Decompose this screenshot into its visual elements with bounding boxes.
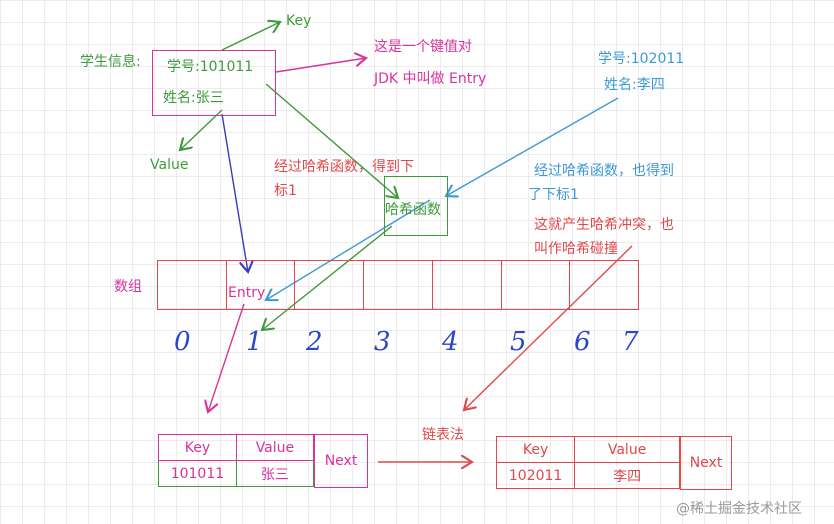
array-cell-0 xyxy=(158,261,227,309)
node1-value-header: Value xyxy=(235,434,315,461)
linked-node-2: Key Value 102011 李四 xyxy=(495,436,680,489)
node2-value: 李四 xyxy=(574,462,680,489)
hash-function-box xyxy=(384,176,448,236)
arrow-student-to-entry xyxy=(221,113,248,272)
array-cell-1 xyxy=(227,261,296,309)
index-1: 1 xyxy=(246,327,263,357)
index-5: 5 xyxy=(510,327,527,357)
arrow-entry-to-node xyxy=(208,303,245,412)
note-kv-line1: 这是一个键值对 xyxy=(374,39,472,55)
arrow-collision-to-chain xyxy=(464,245,633,410)
array-label: 数组 xyxy=(114,279,142,295)
key-label: Key xyxy=(286,13,312,29)
array-cell-2 xyxy=(295,261,365,309)
watermark: @稀土掘金技术社区 xyxy=(676,501,802,517)
chain-method-label: 链表法 xyxy=(422,427,464,443)
note-hash2-line1: 经过哈希函数，也得到 xyxy=(534,163,674,179)
arrow-to-note-kv xyxy=(275,58,366,73)
array xyxy=(157,260,639,310)
node1-value: 张三 xyxy=(235,460,315,487)
arrow-to-value xyxy=(180,109,223,150)
student-info-label: 学生信息: xyxy=(80,54,141,70)
note-collision-line2: 叫作哈希碰撞 xyxy=(534,241,618,257)
note-kv-line2: JDK 中叫做 Entry xyxy=(374,71,487,87)
linked-node-1: Key Value 101011 张三 xyxy=(158,434,315,487)
arrow-hash2-to-entry xyxy=(266,199,431,300)
node1-key: 101011 xyxy=(158,460,237,487)
index-4: 4 xyxy=(442,327,459,357)
index-6: 6 xyxy=(574,327,591,357)
entry-label: Entry xyxy=(228,285,266,301)
array-cell-6 xyxy=(570,261,638,309)
index-0: 0 xyxy=(174,327,191,357)
note-hash1-line1: 经过哈希函数，得到下 xyxy=(274,159,414,175)
node2-key: 102011 xyxy=(495,462,576,489)
node1-key-header: Key xyxy=(158,434,237,461)
node2-value-header: Value xyxy=(574,436,680,463)
student1-name: 姓名:张三 xyxy=(163,90,224,106)
index-3: 3 xyxy=(374,327,391,357)
array-cell-4 xyxy=(433,261,502,309)
node1-next: Next xyxy=(314,434,368,488)
node2-next: Next xyxy=(680,436,732,490)
hash-function-label: 哈希函数 xyxy=(385,202,441,218)
arrow-student2-to-hash xyxy=(446,97,619,196)
array-cell-3 xyxy=(364,261,433,309)
student1-id: 学号:101011 xyxy=(167,59,254,75)
index-7: 7 xyxy=(622,327,639,357)
arrow-hash-to-index xyxy=(262,225,393,330)
note-collision-line1: 这就产生哈希冲突，也 xyxy=(534,217,674,233)
student-info-box xyxy=(152,50,276,116)
array-cell-5 xyxy=(502,261,571,309)
value-label: Value xyxy=(150,157,189,173)
arrow-to-hash-box xyxy=(265,83,398,198)
note-hash2-line2: 了下标1 xyxy=(528,187,579,203)
arrow-to-key xyxy=(221,22,280,51)
student2-name: 姓名:李四 xyxy=(604,77,665,93)
note-hash1-line2: 标1 xyxy=(274,183,297,199)
node2-key-header: Key xyxy=(495,436,576,463)
index-2: 2 xyxy=(306,327,323,357)
student2-id: 学号:102011 xyxy=(598,51,685,67)
